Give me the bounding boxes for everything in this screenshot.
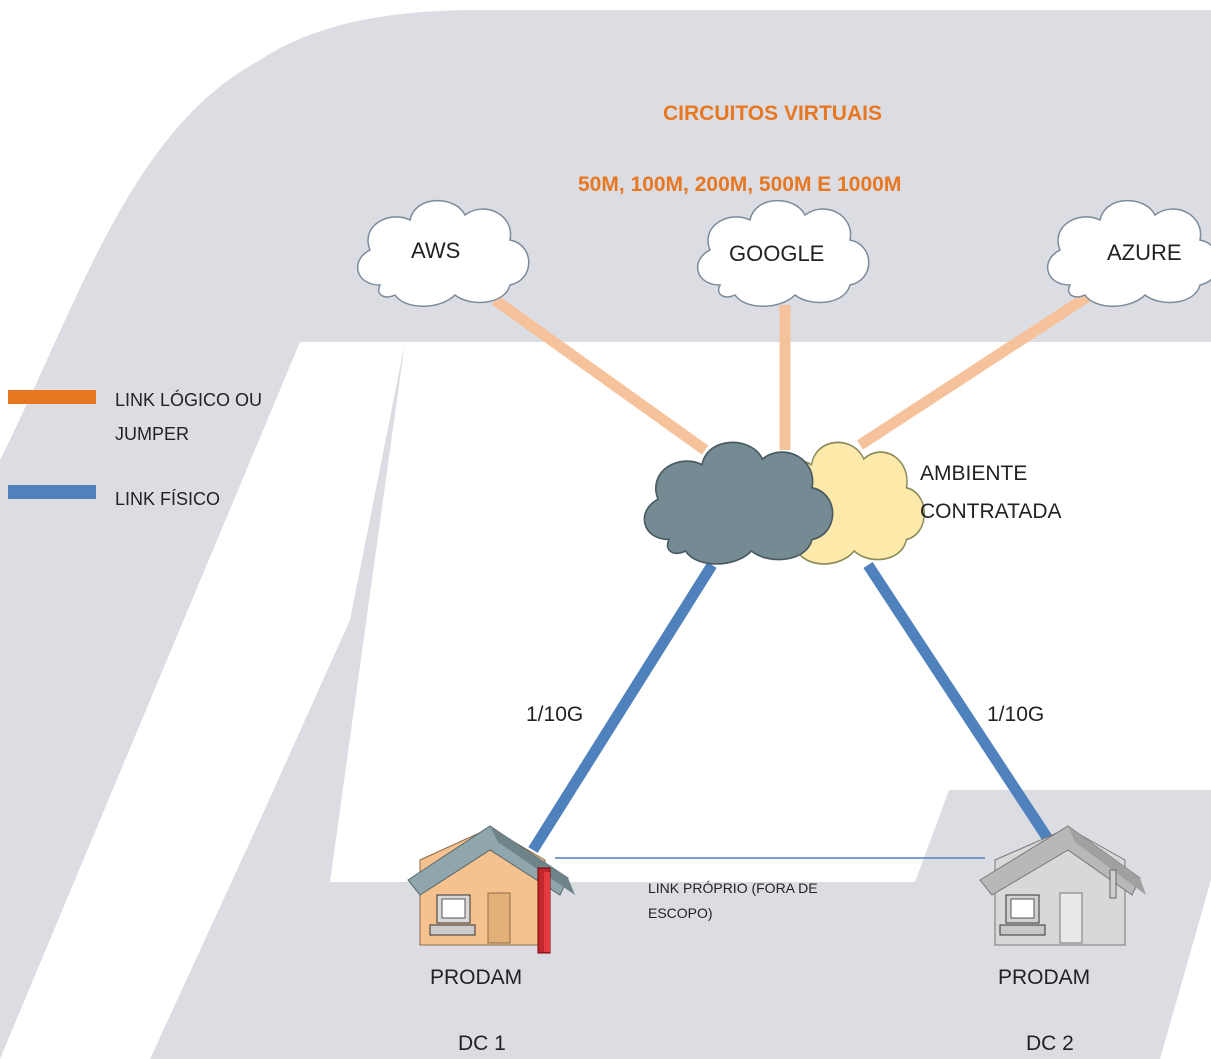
dc2-id: DC 2: [1026, 1032, 1074, 1055]
contracted-environment-line1: AMBIENTE: [920, 462, 1028, 485]
logical-link-aws: [491, 295, 709, 455]
background-inner-panel: [330, 342, 1115, 882]
physical-link-dc2: [863, 561, 1055, 846]
legend-physical-label: LINK FÍSICO: [115, 489, 221, 509]
legend-logical-line1: LINK LÓGICO OU: [115, 390, 263, 410]
dc1-id: DC 1: [458, 1032, 506, 1055]
contracted-environment-line2: CONTRATADA: [920, 500, 1062, 523]
own-link-line2: ESCOPO): [648, 905, 713, 921]
legend-physical-swatch: [8, 485, 96, 499]
background-bottom-white: [1160, 880, 1211, 1059]
logical-link-azure: [856, 290, 1094, 450]
dc1-name: PRODAM: [430, 966, 523, 989]
own-link-line1: LINK PRÓPRIO (FORA DE: [648, 880, 818, 896]
diagram-subtitle: 50M, 100M, 200M, 500M E 1000M: [578, 173, 902, 196]
dc1-link-speed: 1/10G: [526, 703, 584, 726]
legend-logical-line2: JUMPER: [115, 424, 190, 444]
legend-logical-label: LINK LÓGICO OU JUMPER: [115, 383, 262, 451]
dc2-name: PRODAM: [998, 966, 1091, 989]
dc2-building-icon: [979, 825, 1146, 946]
diagram-title: CIRCUITOS VIRTUAIS: [663, 102, 882, 125]
physical-link-dc1: [528, 562, 717, 853]
dc1-building-icon: [407, 825, 575, 954]
dc2-link-speed: 1/10G: [987, 703, 1045, 726]
azure-label: AZURE: [1107, 240, 1182, 265]
legend-logical-swatch: [8, 390, 96, 404]
own-link-label: LINK PRÓPRIO (FORA DE ESCOPO): [648, 876, 818, 926]
aws-label: AWS: [411, 238, 461, 263]
contracted-environment-label: AMBIENTE CONTRATADA: [920, 455, 1062, 531]
google-label: GOOGLE: [729, 241, 825, 266]
